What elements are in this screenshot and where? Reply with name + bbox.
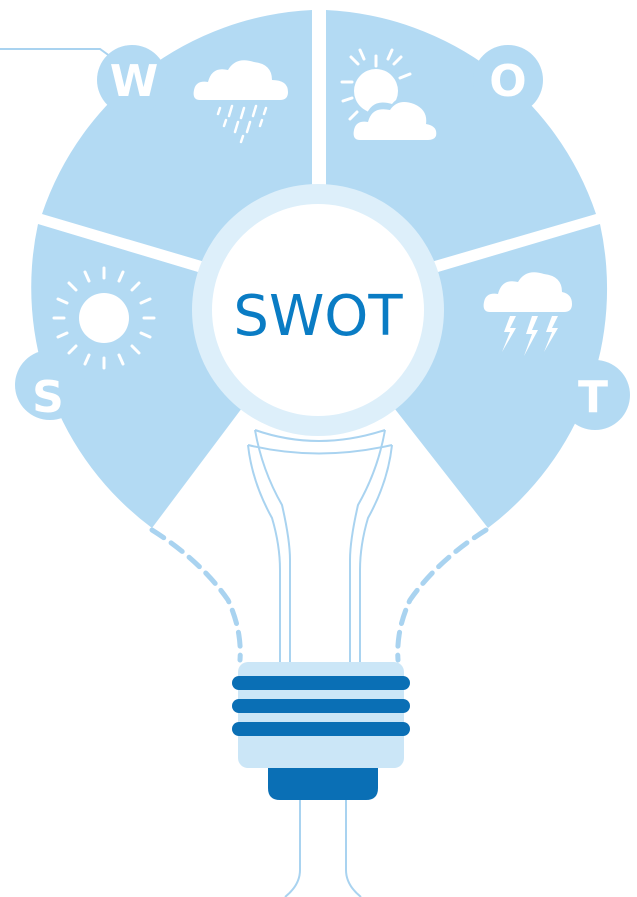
segment-s (31, 224, 246, 528)
letter-t: T (578, 372, 608, 423)
bulb-wires (284, 800, 362, 897)
segment-o (326, 10, 596, 262)
center-title: SWOT (233, 284, 403, 349)
pointer-line (0, 48, 119, 63)
sun-behind-cloud-icon (340, 48, 441, 140)
letter-s: S (32, 372, 64, 423)
badge-o (473, 45, 543, 115)
badge-t (560, 360, 630, 430)
bulb-screw-base (232, 662, 410, 768)
badge-w (97, 45, 167, 115)
thunderstorm-cloud-icon (483, 272, 572, 356)
letter-w: W (110, 56, 159, 107)
center-disc (212, 204, 424, 416)
bulb-glass-outline (149, 527, 489, 663)
rain-cloud-icon (193, 60, 288, 144)
sun-icon (52, 266, 156, 370)
bulb-contact (268, 768, 378, 800)
letter-o: O (489, 56, 526, 107)
badge-s (15, 350, 85, 420)
bulb-filament (247, 429, 393, 662)
